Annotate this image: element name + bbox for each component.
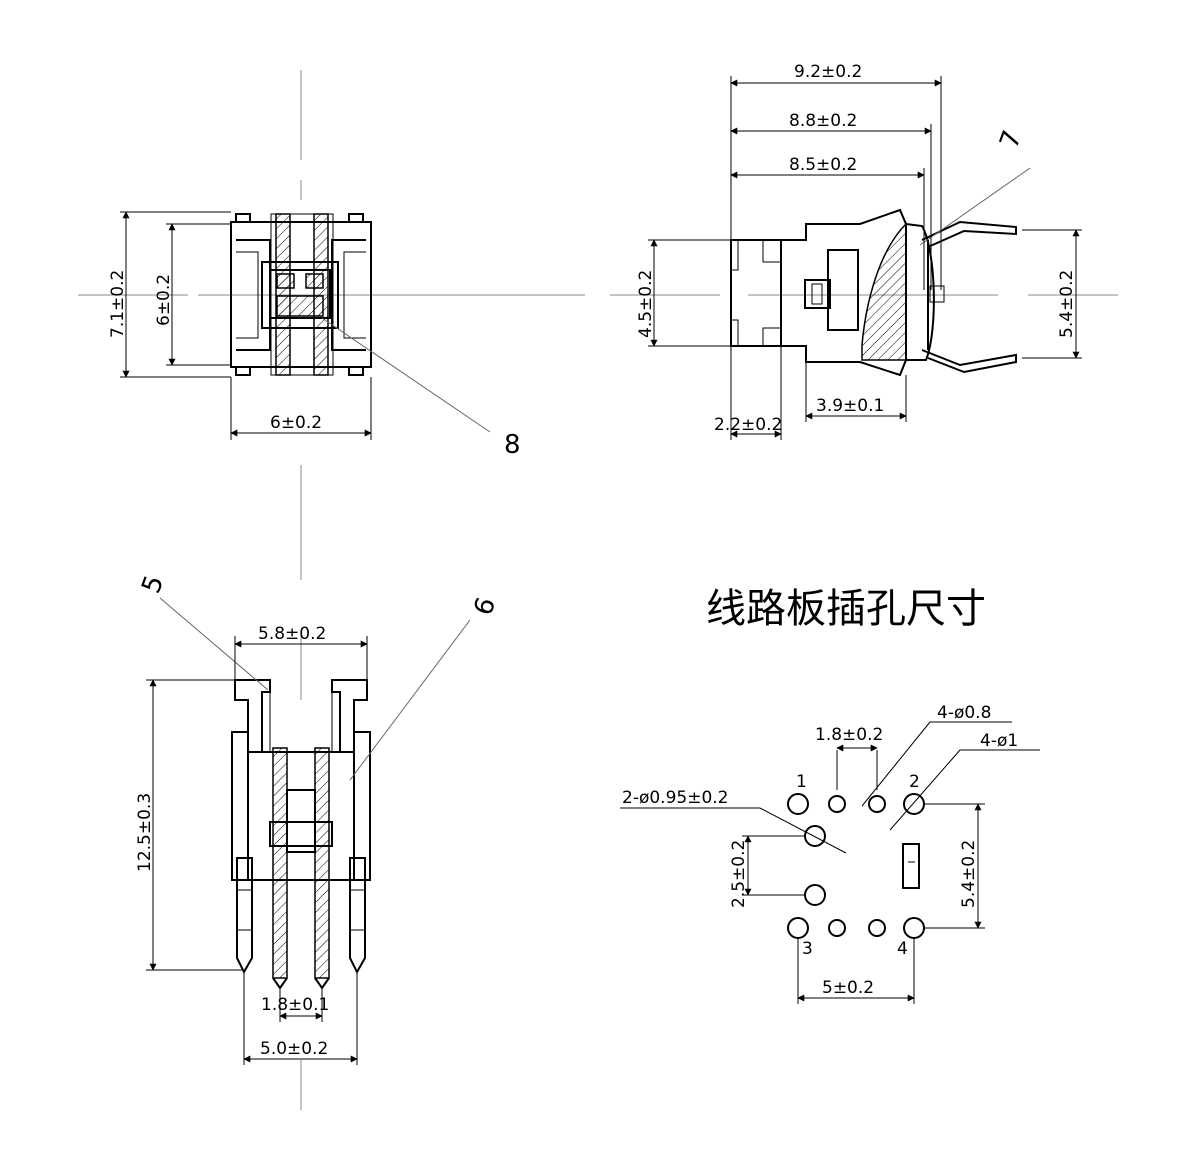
dim-5: 5±0.2 (822, 978, 874, 998)
dim-9-2: 9.2±0.2 (794, 62, 862, 82)
dim-8-5: 8.5±0.2 (789, 155, 857, 175)
pin-2-label: 2 (909, 772, 920, 792)
dim-4-phi-1: 4-ø1 (980, 731, 1018, 751)
dim-4-phi-0-8: 4-ø0.8 (937, 703, 991, 723)
pin-3-label: 3 (802, 939, 813, 959)
dim-6-horizontal: 6±0.2 (270, 413, 322, 433)
pin-4-label: 4 (897, 939, 908, 959)
dim-1-8-pcb: 1.8±0.2 (815, 725, 883, 745)
dim-5-8: 5.8±0.2 (258, 624, 326, 644)
dim-6-vertical: 6±0.2 (154, 274, 174, 326)
dim-8-8: 8.8±0.2 (789, 111, 857, 131)
front-view: 5 6 5.8±0.2 12.5±0.3 1.8±0.1 5.0±0.2 (135, 572, 502, 1110)
hole-3 (787, 917, 809, 939)
dim-7-1: 7.1±0.2 (108, 270, 128, 338)
dim-1-8-front: 1.8±0.1 (261, 995, 329, 1015)
hole-1 (787, 793, 809, 815)
hole-4 (903, 917, 925, 939)
callout-6: 6 (468, 594, 502, 620)
pin-1-label: 1 (796, 772, 807, 792)
side-view: 7 9.2±0.2 8.8±0.2 8.5±0.2 4.5±0.2 5.4±0.… (610, 62, 1118, 440)
dim-3-9: 3.9±0.1 (816, 396, 884, 416)
callout-5: 5 (136, 572, 170, 598)
pcb-title: 线路板插孔尺寸 (706, 586, 986, 632)
dim-4-5: 4.5±0.2 (636, 270, 656, 338)
dim-5-0: 5.0±0.2 (260, 1039, 328, 1059)
dim-5-4-side: 5.4±0.2 (1057, 270, 1077, 338)
pcb-layout: 线路板插孔尺寸 1 2 3 4 4-ø0.8 4-ø1 2-ø0.95±0.2 (620, 586, 1040, 1004)
top-view: 8 7.1±0.2 6±0.2 6±0.2 (78, 70, 585, 580)
callout-8: 8 (504, 430, 521, 460)
callout-7: 7 (994, 127, 1028, 153)
dim-2-5: 2.5±0.2 (729, 840, 749, 908)
dim-2-phi-0-95: 2-ø0.95±0.2 (622, 788, 728, 808)
dim-12-5: 12.5±0.3 (135, 793, 155, 872)
dim-5-4-pcb: 5.4±0.2 (959, 840, 979, 908)
dim-2-2: 2.2±0.2 (714, 415, 782, 435)
